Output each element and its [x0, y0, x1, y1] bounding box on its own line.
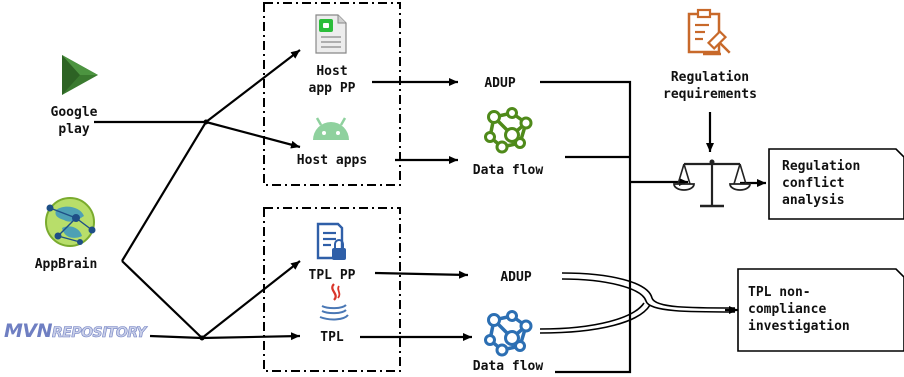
balance-scale-icon	[673, 159, 751, 208]
tpl-label: TPL	[320, 330, 344, 345]
tpl-pp-label: TPL PP	[308, 268, 356, 283]
junction-top	[203, 119, 209, 125]
host-group-box	[263, 2, 401, 186]
dataflow-bottom-label: Data flow	[472, 359, 544, 374]
appbrain-globe-icon	[45, 197, 96, 247]
android-icon	[313, 117, 349, 140]
document-icon	[315, 14, 347, 54]
tpl-investigation-box	[737, 268, 904, 352]
google-play-label: Google play	[50, 105, 98, 137]
appbrain-label: AppBrain	[34, 257, 98, 272]
mvn-logo-suffix: REPOSITORY	[52, 325, 147, 342]
host-app-pp-label: Host app PP	[308, 64, 356, 96]
output-arrows	[360, 78, 472, 341]
tpl-investigation-label: TPL non- compliance investigation	[748, 285, 850, 334]
lock-document-icon	[316, 222, 346, 260]
dataflow-icon-top	[484, 107, 533, 154]
merge-connectors	[540, 80, 766, 374]
conflict-analysis-box	[768, 148, 904, 220]
java-icon	[319, 283, 349, 321]
source-connectors	[94, 49, 301, 341]
tpl-double-paths	[539, 272, 736, 334]
dataflow-top-label: Data flow	[472, 163, 544, 178]
dataflow-icon-bottom	[484, 310, 533, 357]
mvn-logo-prefix: MVN	[4, 320, 53, 342]
mvn-repository-logo: MVNREPOSITORY	[4, 320, 147, 342]
regulation-clipboard-icon	[687, 8, 731, 56]
google-play-icon	[62, 55, 98, 95]
regulation-requirements-label: Regulation requirements	[663, 70, 757, 102]
adup-top-label: ADUP	[484, 76, 516, 91]
junction-bottom	[199, 335, 205, 341]
adup-bottom-label: ADUP	[500, 270, 532, 285]
host-apps-label: Host apps	[296, 153, 368, 168]
conflict-analysis-label: Regulation conflict analysis	[782, 159, 861, 208]
